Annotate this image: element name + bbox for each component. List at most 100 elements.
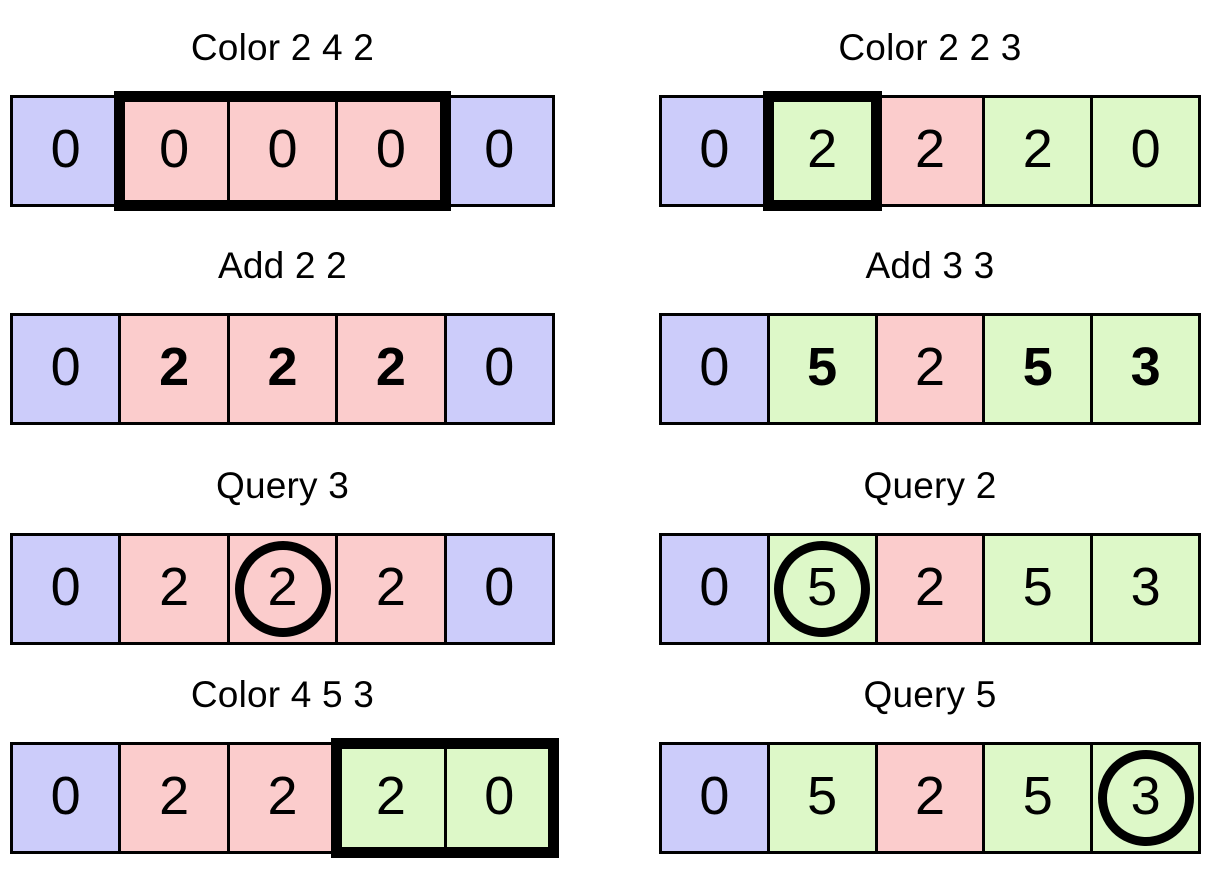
operation-panel-color-2-4-2: Color 2 4 2 0 0 0 0 0 <box>10 27 555 211</box>
cell-value: 5 <box>1022 766 1053 826</box>
array-strip: 0 0 0 0 0 <box>10 95 555 207</box>
cell-value: 3 <box>1130 337 1161 397</box>
array-cell[interactable]: 2 <box>118 533 230 645</box>
panel-title: Query 2 <box>863 465 997 506</box>
cell-value: 5 <box>807 766 838 826</box>
array-cell[interactable]: 0 <box>10 95 122 207</box>
array-cell[interactable]: 0 <box>659 533 770 645</box>
array-cell[interactable]: 0 <box>10 313 122 425</box>
array-cell[interactable]: 0 <box>659 95 770 207</box>
panel-title: Color 2 2 3 <box>838 27 1022 68</box>
cell-value: 0 <box>267 119 298 179</box>
panel-title: Color 2 4 2 <box>190 27 375 68</box>
cell-value: 2 <box>914 766 946 826</box>
array-cell[interactable]: 2 <box>226 533 339 645</box>
array-cell[interactable]: 2 <box>335 533 447 645</box>
cell-value: 0 <box>484 766 515 826</box>
array-cell[interactable]: 2 <box>335 313 447 425</box>
operation-panel-query-3: Query 3 0 2 2 2 0 <box>10 465 555 645</box>
panel-title: Color 4 5 3 <box>190 674 375 715</box>
cell-value: 2 <box>375 766 406 826</box>
cell-value: 2 <box>914 119 946 179</box>
panel-title: Add 3 3 <box>865 245 995 286</box>
array-cell[interactable]: 0 <box>443 95 555 207</box>
array-strip: 0 2 2 2 0 <box>659 95 1201 207</box>
array-cell[interactable]: 2 <box>226 313 339 425</box>
array-strip: 0 5 2 5 3 <box>659 313 1201 425</box>
array-cell[interactable]: 3 <box>1090 313 1201 425</box>
cell-value: 0 <box>50 337 81 397</box>
cell-value: 0 <box>1130 119 1161 179</box>
cell-value: 2 <box>267 766 298 826</box>
panel-title: Query 3 <box>215 465 349 506</box>
cell-value: 2 <box>914 337 946 397</box>
array-cell[interactable]: 2 <box>874 533 986 645</box>
cell-value: 0 <box>50 766 81 826</box>
array-strip: 0 2 2 2 0 <box>10 533 555 645</box>
array-cell[interactable]: 2 <box>874 95 986 207</box>
panel-title: Query 5 <box>863 674 997 715</box>
operation-panel-add-3-3: Add 3 3 0 5 2 5 3 <box>659 245 1201 425</box>
array-cell[interactable]: 5 <box>982 533 1094 645</box>
cell-value: 2 <box>914 557 946 617</box>
operation-panel-color-4-5-3: Color 4 5 3 0 2 2 2 0 <box>10 674 559 858</box>
cell-value: 2 <box>159 557 190 617</box>
cell-value: 0 <box>50 119 81 179</box>
cell-value: 2 <box>267 337 298 397</box>
array-cell[interactable]: 5 <box>766 742 878 854</box>
array-cell[interactable]: 0 <box>10 742 122 854</box>
array-cell[interactable]: 5 <box>982 313 1094 425</box>
operation-panel-query-2: Query 2 0 5 2 5 3 <box>659 465 1201 645</box>
cell-value: 0 <box>375 119 406 179</box>
cell-value: 2 <box>807 119 838 179</box>
cell-value: 0 <box>699 766 730 826</box>
panel-title: Add 2 2 <box>218 245 347 286</box>
array-cell[interactable]: 0 <box>118 95 230 207</box>
cell-value: 5 <box>807 557 838 617</box>
array-cell[interactable]: 0 <box>443 313 555 425</box>
array-cell[interactable]: 0 <box>10 533 122 645</box>
array-cell[interactable]: 0 <box>443 742 555 854</box>
array-cell[interactable]: 2 <box>766 95 878 207</box>
array-strip: 0 5 2 5 3 <box>659 533 1201 645</box>
cell-value: 3 <box>1130 557 1161 617</box>
array-cell[interactable]: 2 <box>874 742 986 854</box>
array-cell[interactable]: 2 <box>226 742 339 854</box>
operation-panel-query-5: Query 5 0 5 2 5 3 <box>659 674 1201 854</box>
cell-value: 0 <box>699 119 730 179</box>
array-cell[interactable]: 2 <box>982 95 1094 207</box>
cell-value: 3 <box>1130 766 1161 826</box>
array-cell[interactable]: 2 <box>874 313 986 425</box>
array-cell[interactable]: 0 <box>1090 95 1201 207</box>
cell-value: 2 <box>267 557 298 617</box>
cell-value: 2 <box>1022 119 1053 179</box>
cell-value: 5 <box>1022 557 1053 617</box>
array-cell[interactable]: 0 <box>226 95 339 207</box>
array-cell[interactable]: 2 <box>335 742 447 854</box>
array-cell[interactable]: 0 <box>335 95 447 207</box>
array-cell[interactable]: 2 <box>118 742 230 854</box>
array-cell[interactable]: 5 <box>982 742 1094 854</box>
cell-value: 2 <box>159 766 190 826</box>
cell-value: 0 <box>699 337 730 397</box>
cell-value: 0 <box>484 119 515 179</box>
array-cell[interactable]: 0 <box>443 533 555 645</box>
cell-value: 5 <box>807 337 838 397</box>
cell-value: 0 <box>50 557 81 617</box>
array-cell[interactable]: 0 <box>659 742 770 854</box>
array-cell[interactable]: 3 <box>1090 742 1201 854</box>
array-cell[interactable]: 3 <box>1090 533 1201 645</box>
cell-value: 0 <box>159 119 190 179</box>
array-strip: 0 2 2 2 0 <box>10 742 555 854</box>
cell-value: 2 <box>375 557 406 617</box>
cell-value: 0 <box>484 557 515 617</box>
cell-value: 0 <box>484 337 515 397</box>
cell-value: 5 <box>1022 337 1053 397</box>
cell-value: 2 <box>375 337 406 397</box>
cell-value: 0 <box>699 557 730 617</box>
array-cell[interactable]: 5 <box>766 533 878 645</box>
array-cell[interactable]: 2 <box>118 313 230 425</box>
array-cell[interactable]: 0 <box>659 313 770 425</box>
array-cell[interactable]: 5 <box>766 313 878 425</box>
